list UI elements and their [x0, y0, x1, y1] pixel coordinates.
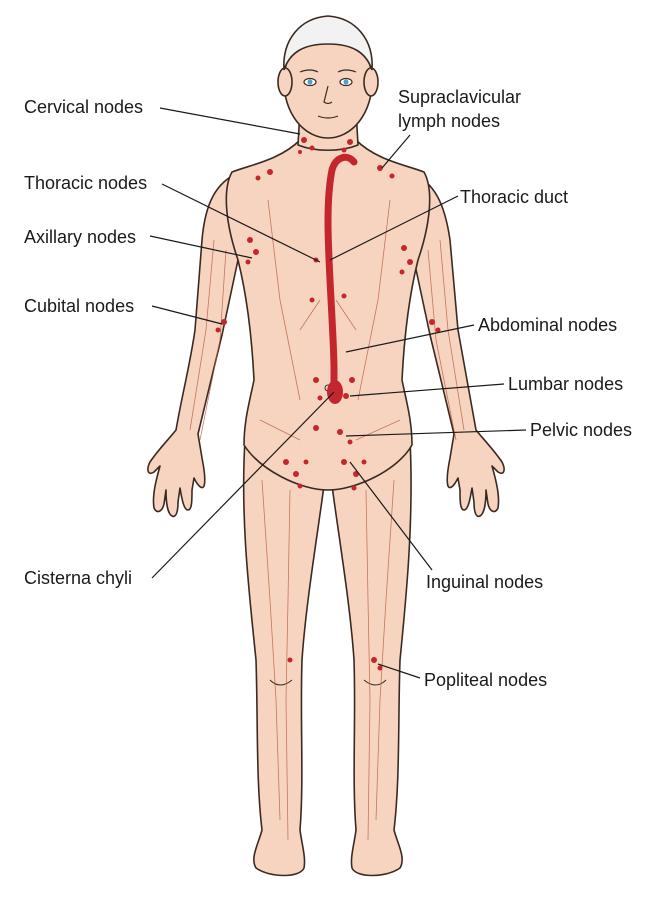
left-leg [244, 440, 326, 876]
label-lumbar-nodes: Lumbar nodes [508, 373, 623, 395]
cisterna-chyli [327, 380, 343, 404]
body-figure [148, 26, 504, 876]
label-axillary-nodes: Axillary nodes [24, 226, 136, 248]
label-cervical-nodes: Cervical nodes [24, 96, 143, 118]
label-abdominal-nodes: Abdominal nodes [478, 314, 617, 336]
label-thoracic-duct: Thoracic duct [460, 186, 568, 208]
label-cisterna-chyli: Cisterna chyli [24, 567, 132, 589]
leader-cervical [160, 108, 300, 134]
label-supraclavicular-line2: lymph nodes [398, 110, 500, 132]
left-arm [148, 172, 240, 516]
label-popliteal-nodes: Popliteal nodes [424, 669, 547, 691]
label-cubital-nodes: Cubital nodes [24, 295, 134, 317]
right-leg [330, 440, 411, 876]
label-supraclavicular-line1: Supraclavicular [398, 86, 521, 108]
label-thoracic-nodes: Thoracic nodes [24, 172, 147, 194]
right-ear [364, 68, 378, 96]
left-ear [278, 68, 292, 96]
label-pelvic-nodes: Pelvic nodes [530, 419, 632, 441]
label-inguinal-nodes: Inguinal nodes [426, 571, 543, 593]
